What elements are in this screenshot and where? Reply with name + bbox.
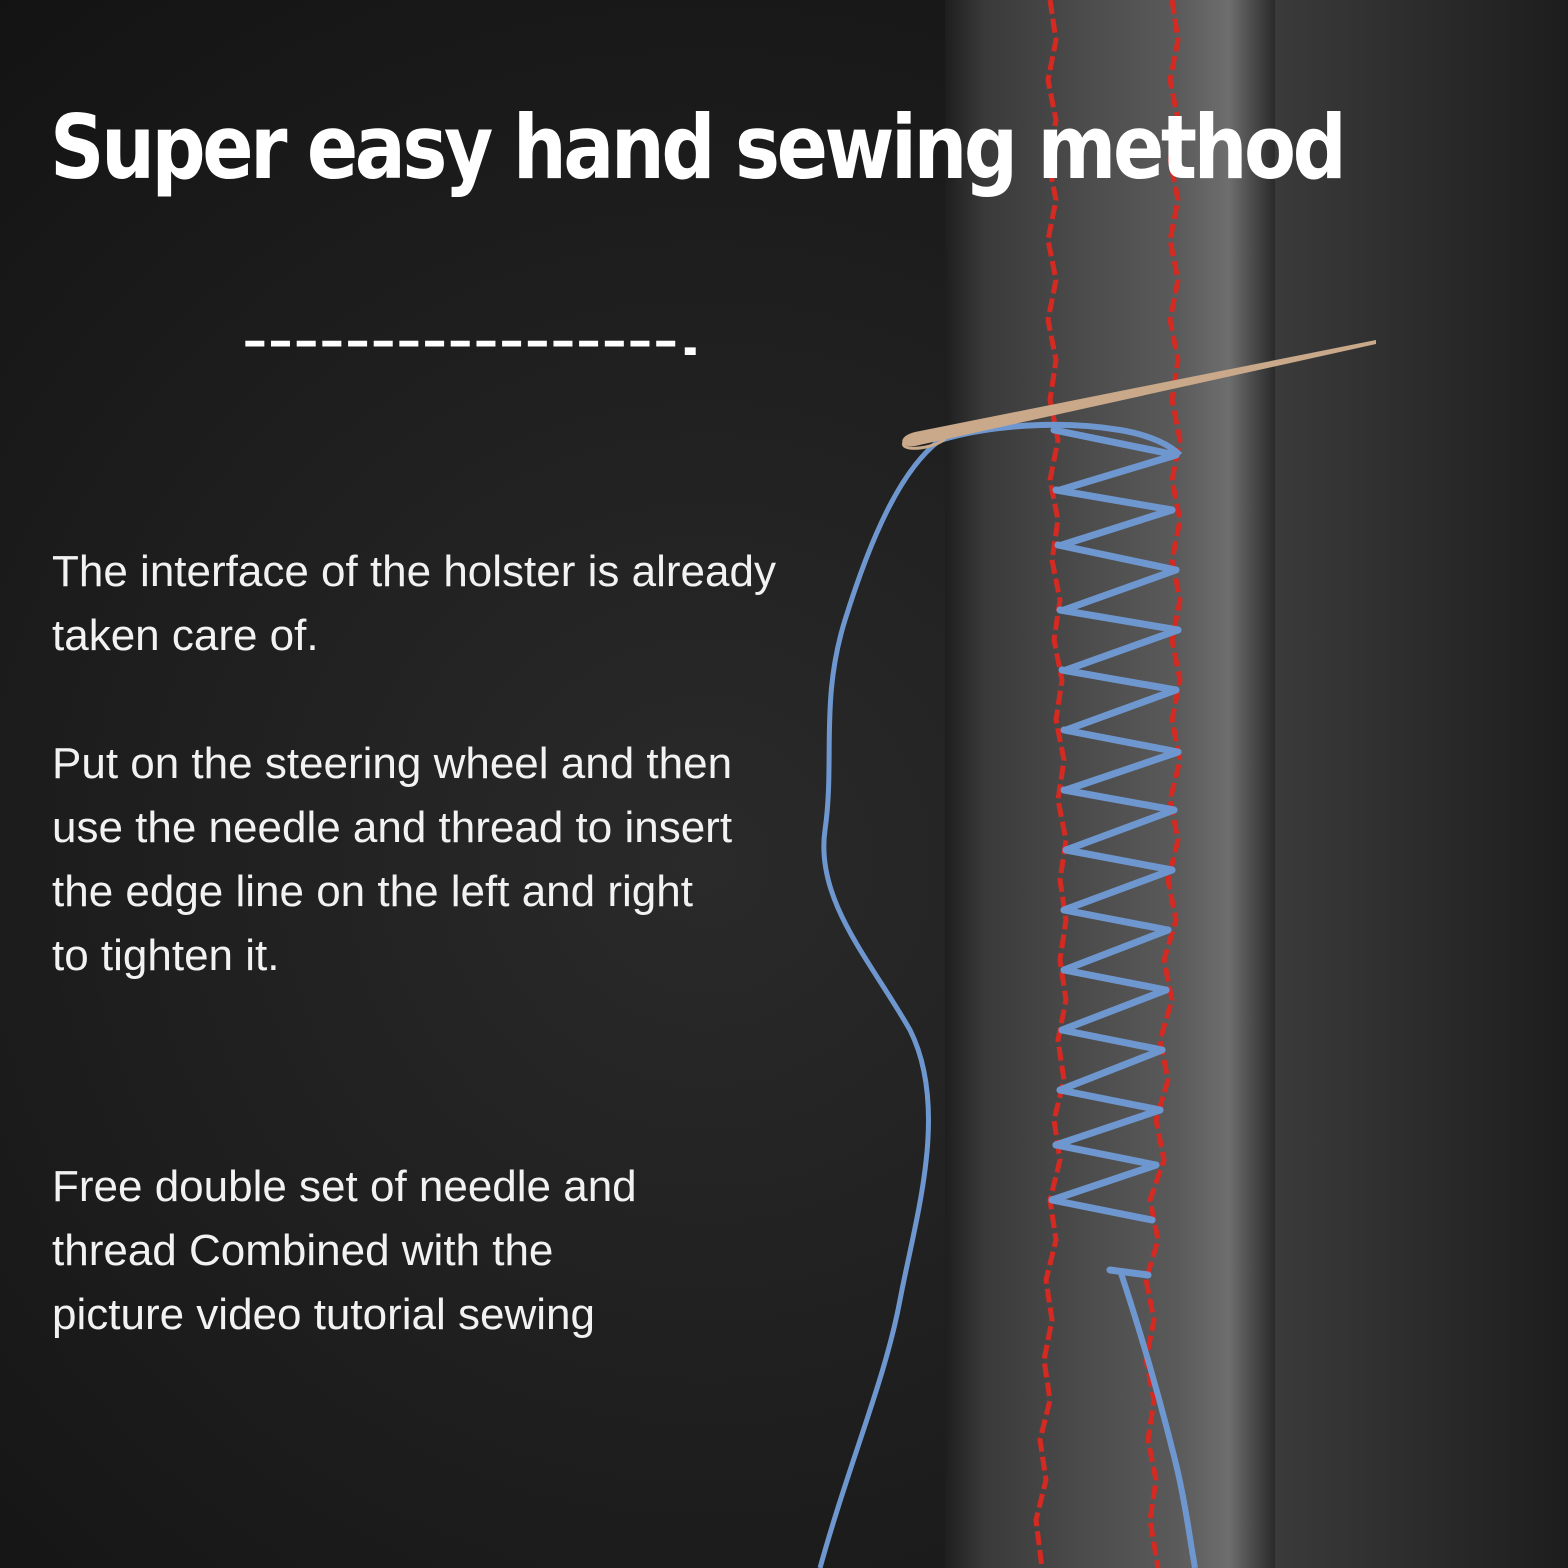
blue-lacing: [1048, 426, 1182, 1279]
page-headline: Super easy hand sewing method: [50, 96, 1347, 199]
description-paragraph-1: The interface of the holster is already …: [52, 540, 872, 668]
dashed-divider: -----------------.: [242, 325, 702, 365]
paragraph-1-line: The interface of the holster is already: [52, 547, 776, 596]
paragraph-3-line: picture video tutorial sewing: [52, 1290, 595, 1339]
red-stitch-right: [1143, 0, 1183, 1568]
loose-blue-thread: [817, 438, 942, 1568]
paragraph-1-line: taken care of.: [52, 611, 319, 660]
paragraph-2-line: the edge line on the left and right: [52, 867, 693, 916]
description-paragraph-3: Free double set of needle and thread Com…: [52, 1155, 832, 1347]
red-stitch-left: [1033, 0, 1069, 1568]
description-paragraph-2: Put on the steering wheel and then use t…: [52, 732, 842, 988]
paragraph-2-line: use the needle and thread to insert: [52, 803, 733, 852]
right-shadow-panel: [1270, 0, 1568, 1568]
paragraph-3-line: thread Combined with the: [52, 1226, 554, 1275]
loose-blue-thread-tail: [1117, 1269, 1198, 1568]
paragraph-2-line: Put on the steering wheel and then: [52, 739, 733, 788]
dashed-divider-text: -----------------.: [242, 325, 702, 365]
sewing-needle: [901, 340, 1376, 450]
paragraph-2-line: to tighten it.: [52, 931, 280, 980]
paragraph-3-line: Free double set of needle and: [52, 1162, 637, 1211]
leather-strip: [945, 0, 1275, 1568]
